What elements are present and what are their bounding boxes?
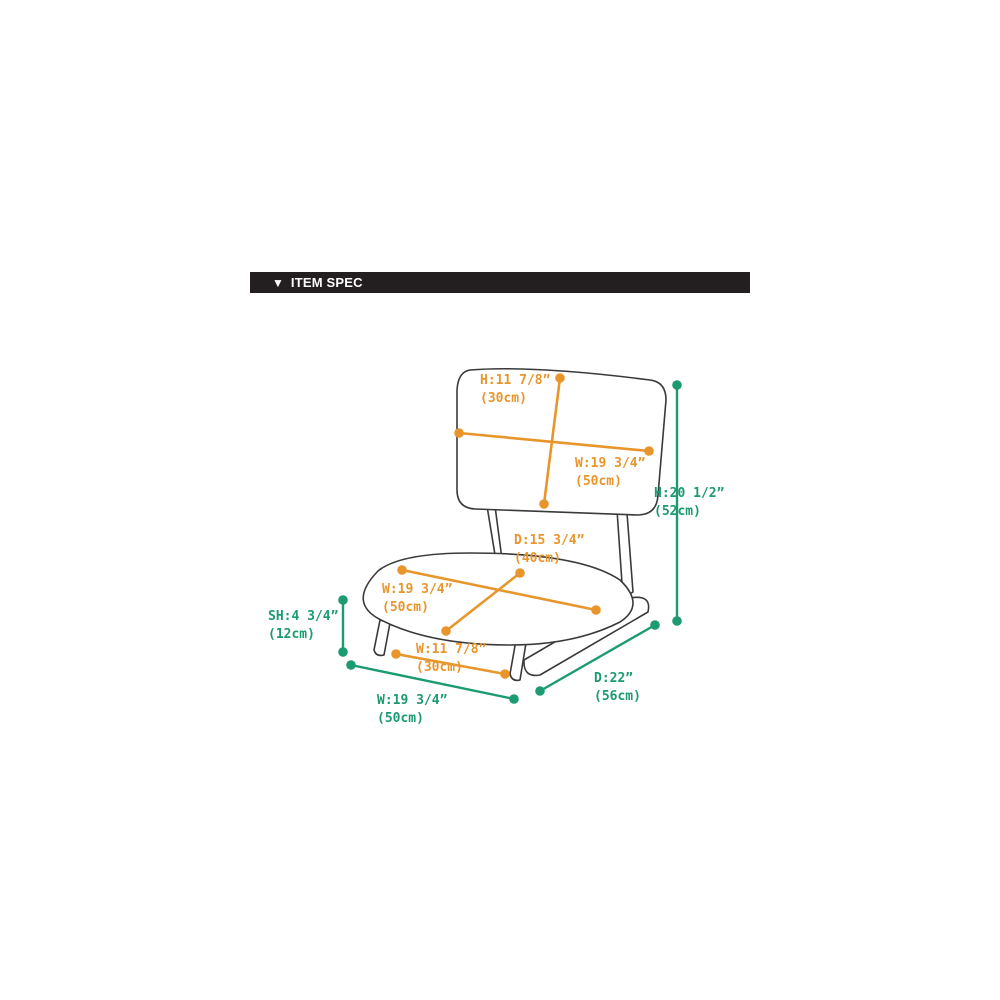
back-width-line [458, 431, 650, 453]
back-width-dot-right [644, 446, 654, 456]
overall-dimension-lines [338, 380, 682, 704]
seat-height-cm: (12cm) [268, 627, 315, 642]
back-height-inch: H:11 7/8” [480, 373, 550, 388]
total-width-line [350, 663, 515, 701]
total-width-dot-right [509, 694, 519, 704]
back-height-dot-top [555, 373, 565, 383]
seat-width-dot-right [591, 605, 601, 615]
base-width-dot-left [391, 649, 401, 659]
front-leg-left [373, 619, 391, 657]
total-depth-cm: (56cm) [594, 689, 641, 704]
seat-width-cm: (50cm) [382, 600, 429, 615]
back-width-dot-left [454, 428, 464, 438]
total-depth-dot-back [650, 620, 660, 630]
seat-depth-dot-front [441, 626, 451, 636]
total-width-dot-left [346, 660, 356, 670]
total-depth-line [539, 623, 656, 693]
front-leg-right [509, 639, 527, 682]
seat-depth-line [445, 571, 521, 633]
total-height-inch: H:20 1/2” [654, 486, 724, 501]
base-width-dot-right [500, 669, 510, 679]
item-spec-title: ITEM SPEC [290, 275, 363, 290]
seat-height-dot-top [338, 595, 348, 605]
total-width-cm: (50cm) [377, 711, 424, 726]
base-width-inch: W:11 7/8” [416, 642, 486, 657]
seat-dimension-labels: H:11 7/8” (30cm) W:19 3/4” (50cm) D:15 3… [382, 373, 645, 675]
seat-height-inch: SH:4 3/4” [268, 609, 338, 624]
seat-depth-inch: D:15 3/4” [514, 533, 584, 548]
back-width-inch: W:19 3/4” [575, 456, 645, 471]
seat-width-dot-left [397, 565, 407, 575]
seat-dimension-lines [391, 373, 654, 679]
total-depth-dot-front [535, 686, 545, 696]
seat-height-dot-bottom [338, 647, 348, 657]
triangle-down-icon: ▼ [272, 275, 284, 290]
back-width-cm: (50cm) [575, 474, 622, 489]
seat-width-line [401, 568, 597, 612]
total-width-inch: W:19 3/4” [377, 693, 447, 708]
chair-outline [362, 367, 667, 682]
base-width-cm: (30cm) [416, 660, 463, 675]
seat-depth-dot-back [515, 568, 525, 578]
total-height-cm: (52cm) [654, 504, 701, 519]
total-height-dot-bottom [672, 616, 682, 626]
overall-dimension-labels: H:20 1/2” (52cm) SH:4 3/4” (12cm) W:19 3… [268, 486, 724, 726]
base-width-line [395, 652, 506, 676]
seat-depth-cm: (40cm) [514, 551, 561, 566]
total-depth-inch: D:22” [594, 671, 633, 686]
total-height-dot-top [672, 380, 682, 390]
back-height-cm: (30cm) [480, 391, 527, 406]
back-height-dot-bottom [539, 499, 549, 509]
item-spec-header: ▼ ITEM SPEC [250, 272, 750, 293]
seat-width-inch: W:19 3/4” [382, 582, 452, 597]
